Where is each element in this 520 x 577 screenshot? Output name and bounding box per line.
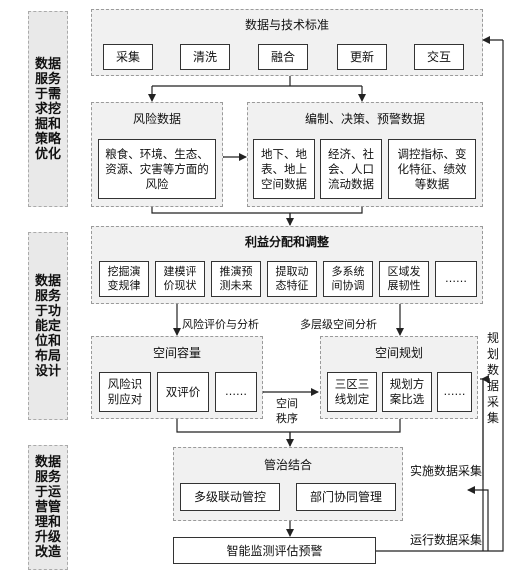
standards-title: 数据与技术标准: [244, 18, 329, 32]
label-space-order: 空间秩序: [276, 397, 298, 425]
governance-item-multilevel: 多级联动管控: [180, 483, 280, 511]
planning-item-zones: 三区三线划定: [327, 372, 377, 412]
benefit-item-1: 建模评价现状: [155, 261, 205, 297]
capacity-item-risk: 风险识别应对: [99, 372, 151, 412]
capacity-title: 空间容量: [152, 346, 201, 360]
decision-item-spatial: 地下、地表、地上空间数据: [253, 139, 315, 199]
governance-item-dept: 部门协同管理: [296, 483, 396, 511]
benefit-item-5: 区域发展韧性: [379, 261, 429, 297]
side-label-operation: 数据服务于运营管理和升级改造: [28, 445, 68, 570]
decision-item-economy: 经济、社会、人口流动数据: [320, 139, 382, 199]
standard-item-fuse: 融合: [258, 44, 308, 70]
governance-title: 管治结合: [263, 458, 312, 472]
feedback-outer: [376, 40, 504, 552]
label-run-collect: 运行数据采集: [410, 533, 483, 547]
decision-item-indicators: 调控指标、变化特征、绩效等数据: [388, 139, 476, 199]
side-label-layout: 数据服务于功能定位和布局设计: [28, 232, 68, 420]
planning-title: 空间规划: [374, 346, 423, 360]
standard-item-clean: 清洗: [180, 44, 230, 70]
benefit-title: 利益分配和调整: [244, 235, 329, 249]
label-impl-collect: 实施数据采集: [410, 464, 483, 478]
monitor-box: 智能监测评估预警: [173, 537, 376, 564]
arrow-standards-split: [152, 76, 362, 87]
label-risk-eval: 风险评价与分析: [182, 318, 259, 331]
decision-title: 编制、决策、预警数据: [304, 112, 425, 126]
standard-item-interact: 交互: [414, 44, 464, 70]
standard-item-update: 更新: [337, 44, 387, 70]
capacity-item-double: 双评价: [157, 372, 209, 412]
benefit-item-4: 多系统间协调: [323, 261, 373, 297]
standard-item-collect: 采集: [103, 44, 153, 70]
capacity-item-more: ……: [215, 372, 257, 412]
risk-body: 粮食、环境、生态、资源、灾害等方面的风险: [98, 139, 216, 199]
benefit-item-2: 推演预测未来: [211, 261, 261, 297]
planning-item-compare: 规划方案比选: [382, 372, 432, 412]
label-plan-collect: 规划数据采集: [486, 331, 499, 425]
feedback-impl: [467, 486, 489, 551]
benefit-item-more: ……: [435, 261, 477, 297]
label-multi-level: 多层级空间分析: [300, 318, 377, 331]
planning-item-more: ……: [437, 372, 472, 412]
side-label-demand: 数据服务于需求挖掘和策略优化: [28, 11, 68, 207]
risk-title: 风险数据: [132, 112, 181, 126]
benefit-item-3: 提取动态特征: [267, 261, 317, 297]
benefit-item-0: 挖掘演变规律: [99, 261, 149, 297]
arrow-merge-benefit: [151, 207, 363, 225]
